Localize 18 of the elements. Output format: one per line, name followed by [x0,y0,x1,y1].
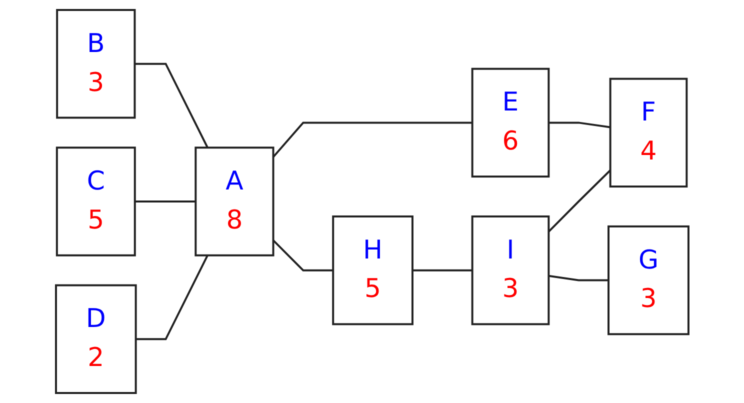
connector [548,170,611,232]
node-box: D 2 [54,284,137,394]
connector [134,200,196,202]
node-box: E 6 [471,68,550,178]
connector [548,122,610,128]
connector [272,122,472,158]
node-box: H 5 [332,215,414,326]
node-box: I 3 [471,215,550,326]
connector [548,274,608,282]
connector [136,254,208,340]
node-box: B 3 [56,8,136,119]
node-box: A 8 [194,146,274,256]
connector [412,269,472,272]
node-box: F 4 [609,78,688,188]
node-box: C 5 [56,146,136,256]
node-box: G 3 [607,225,690,336]
connector [272,240,333,272]
connector [134,62,208,148]
